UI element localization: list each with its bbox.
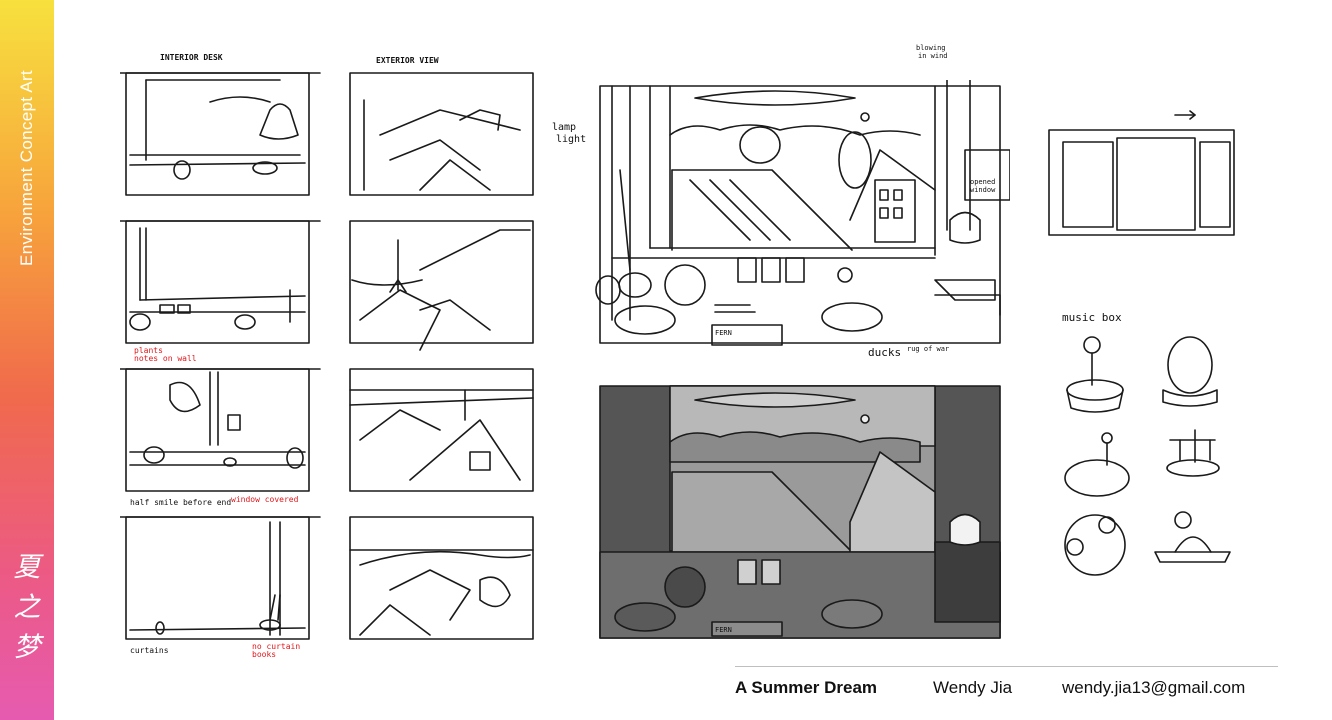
label-fern-top: FERN [715, 329, 732, 337]
label-exterior-view: EXTERIOR VIEW [376, 56, 439, 65]
footer-author: Wendy Jia [933, 678, 1013, 697]
props-sketches [1048, 110, 1235, 576]
thumbnail-exterior-4 [349, 516, 534, 640]
note-blowing: blowing [916, 44, 946, 52]
label-interior-desk: INTERIOR DESK [160, 53, 223, 62]
thumbnail-interior-4 [120, 516, 321, 640]
label-fern-bottom: FERN [715, 626, 732, 634]
note-opened: opened [970, 178, 996, 186]
thumbnail-interior-3 [120, 368, 321, 492]
note-half-smile: half smile before end [130, 498, 232, 507]
thumbnail-exterior-3 [349, 368, 534, 492]
note-lamp: lamp [552, 122, 577, 133]
note-window: window [970, 186, 996, 194]
sidebar-title: Environment Concept Art [17, 70, 36, 266]
footer-project-title: A Summer Dream [735, 678, 878, 697]
logo-glyph: 夏 [13, 552, 41, 583]
label-music-box: music box [1062, 311, 1122, 324]
thumbnail-exterior-1 [349, 72, 534, 196]
thumbnail-interior-2 [120, 220, 321, 344]
footer-divider [735, 666, 1278, 667]
footer-email[interactable]: wendy.jia13@gmail.com [1062, 678, 1246, 697]
note-curtains: curtains [130, 646, 169, 655]
main-sketch-lineart [595, 80, 1010, 346]
label-ducks: ducks [868, 346, 902, 359]
note-light: light [556, 134, 587, 145]
thumbnail-exterior-2 [349, 220, 534, 351]
note-no-curtain: no curtain [252, 642, 301, 651]
storyboard-grid [120, 72, 534, 640]
label-rug-of-war: rug of war [907, 345, 950, 353]
logo-glyph: 之 [13, 592, 41, 623]
thumbnail-interior-1 [120, 72, 321, 196]
main-sketch-value-study [599, 385, 1001, 639]
note-plants: plants [134, 346, 163, 355]
note-notes-on-wall: notes on wall [134, 354, 197, 363]
calligraphy-logo: 夏 之 梦 [0, 548, 54, 668]
logo-glyph: 梦 [13, 632, 41, 663]
note-window-covered: window covered [231, 495, 299, 504]
note-books: books [252, 650, 277, 659]
note-in-wind: in wind [918, 52, 948, 60]
sidebar: Environment Concept Art 夏 之 梦 [0, 0, 54, 720]
